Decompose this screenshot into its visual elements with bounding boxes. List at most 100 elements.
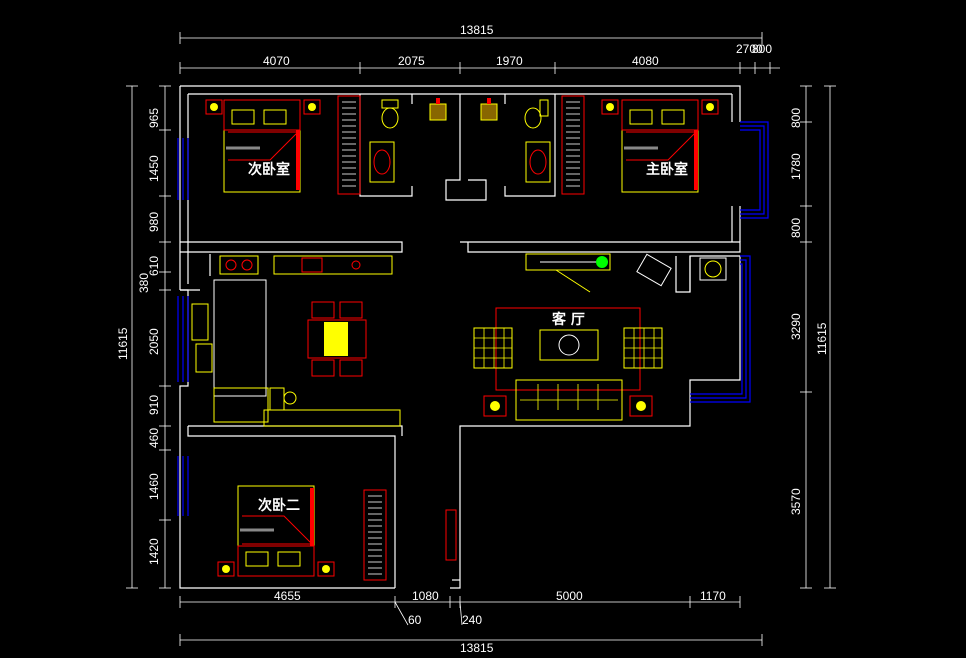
armchair [636, 253, 672, 287]
dim-bottom-4: 1170 [700, 589, 726, 603]
dim-bottom-6: 240 [462, 613, 482, 627]
nightstand [217, 561, 235, 577]
dim-top-1: 4070 [263, 54, 290, 68]
toilet-tank [539, 99, 549, 117]
bay-window-right [740, 121, 769, 219]
window-left-top [177, 138, 189, 200]
dim-right-5: 3570 [789, 488, 803, 515]
pillow [231, 109, 255, 125]
dim-top-5: 2700 [736, 42, 763, 56]
dim-left-10: 1420 [147, 538, 161, 565]
wardrobe-hangers [566, 101, 580, 187]
pillow [263, 109, 287, 125]
lamp-icon [706, 103, 714, 111]
balcony-window [690, 255, 751, 403]
plant-icon [704, 260, 722, 278]
secondary-bedroom: 次卧室 [205, 95, 361, 195]
stove [219, 255, 259, 275]
window-left-bottom [177, 456, 189, 516]
cabinet [699, 257, 727, 281]
kitchen [191, 255, 401, 427]
fixture [487, 98, 491, 104]
door-panel [445, 509, 457, 561]
secondary-bedroom-2: 次卧二 [217, 485, 387, 581]
dim-bottom-total: 13815 [460, 641, 494, 655]
windows [177, 121, 769, 516]
toilet-tank [381, 99, 399, 109]
dim-right-4: 3290 [789, 313, 803, 340]
lamp-icon [322, 565, 330, 573]
side-table [629, 395, 653, 417]
dim-left-5: 380 [137, 273, 151, 293]
counter [269, 387, 285, 411]
lamp-icon [636, 401, 646, 411]
lamp-icon [222, 565, 230, 573]
dim-bottom-5: 60 [408, 613, 422, 627]
dim-bottom-3: 5000 [556, 589, 583, 603]
lamp-icon [606, 103, 614, 111]
dining-table [307, 319, 367, 359]
room-label-master-bedroom: 主卧室 [646, 161, 688, 178]
dimension-labels: 13815 4070 2075 1970 4080 2700 800 4655 … [116, 23, 829, 655]
dim-right-3: 800 [789, 218, 803, 238]
room-label-secondary-bedroom: 次卧室 [248, 161, 290, 178]
wardrobe [337, 95, 361, 195]
dim-left-total: 11615 [116, 327, 130, 360]
pillow [277, 551, 301, 567]
dim-left-7: 910 [147, 395, 161, 415]
pillow [245, 551, 269, 567]
dim-left-9: 1460 [147, 473, 161, 500]
counter [213, 387, 269, 423]
dim-left-3: 980 [147, 212, 161, 232]
wardrobe-hangers [342, 101, 356, 187]
floor-drain [429, 103, 447, 121]
right-dim-labels: 800 1780 800 3290 3570 11615 [789, 108, 829, 515]
window-left-mid [177, 296, 189, 382]
toilet [381, 107, 399, 129]
tv-cabinet [525, 253, 611, 271]
dim-top-3: 1970 [496, 54, 523, 68]
nightstand [303, 99, 321, 115]
nightstand [701, 99, 719, 115]
master-bedroom: 主卧室 [561, 95, 719, 195]
lamp-icon [490, 401, 500, 411]
dim-bottom-1: 4655 [274, 589, 301, 603]
sink [195, 343, 213, 373]
plant-icon [558, 334, 580, 356]
sink [301, 257, 323, 273]
dim-right-2: 1780 [789, 153, 803, 180]
nightstand [601, 99, 619, 115]
bed-rail [296, 130, 300, 190]
shower-tray [525, 141, 551, 183]
room-label-secondary-bedroom-2: 次卧二 [258, 497, 300, 514]
burner-icon [351, 260, 361, 270]
nightstand [205, 99, 223, 115]
blanket-fold [626, 131, 698, 161]
sofa [515, 379, 623, 421]
dim-top-6: 800 [752, 42, 772, 56]
dim-left-1: 965 [147, 108, 161, 128]
wardrobe [561, 95, 585, 195]
fridge [191, 303, 209, 341]
bed [223, 99, 301, 193]
shower-tray [369, 141, 395, 183]
trash-icon [283, 391, 297, 405]
fixture [436, 98, 440, 104]
bed-rail [694, 130, 698, 190]
dim-right-total: 11615 [815, 322, 829, 355]
dim-top-total: 13815 [460, 23, 494, 37]
chair [339, 301, 363, 319]
dim-left-4: 610 [147, 256, 161, 276]
nightstand [317, 561, 335, 577]
dim-bottom-2: 1080 [412, 589, 439, 603]
wardrobe [363, 489, 387, 581]
pillow [629, 109, 653, 125]
chair [311, 359, 335, 377]
sofa-cushions [520, 384, 618, 410]
lamp-icon [308, 103, 316, 111]
dimension-lines [126, 32, 836, 646]
chair [339, 359, 363, 377]
burner-icon [225, 259, 237, 271]
washbasin [529, 149, 547, 175]
